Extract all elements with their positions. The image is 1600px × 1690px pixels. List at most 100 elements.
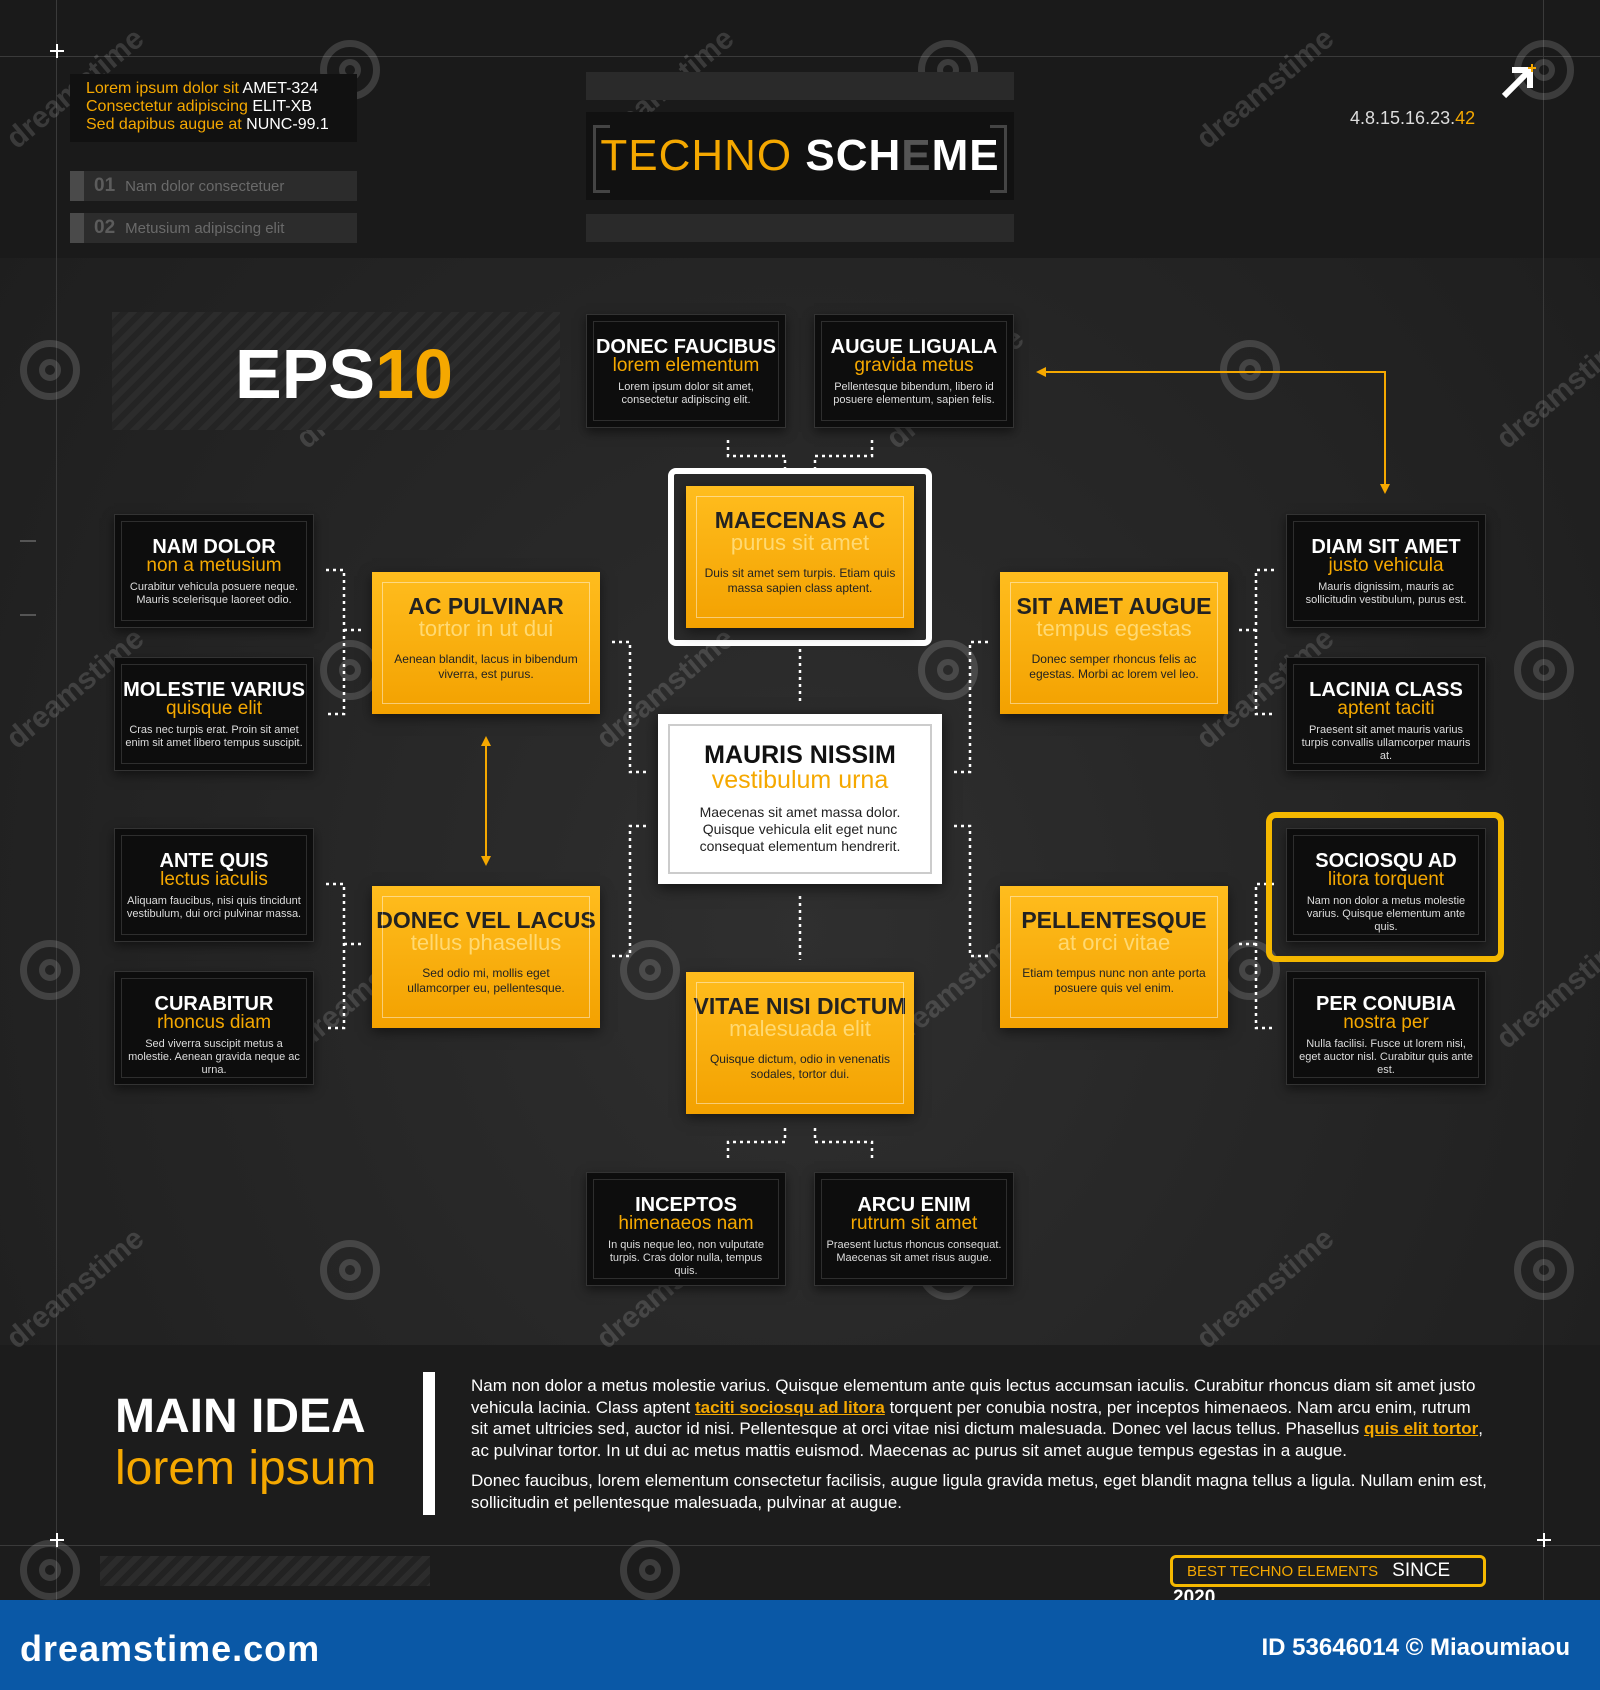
meta-label: Consectetur adipiscing — [86, 98, 248, 115]
arrow-up-right-icon — [1501, 64, 1536, 99]
card-description: Etiam tempus nunc non ante porta posuere… — [1022, 966, 1206, 995]
card-description: Praesent sit amet mauris varius turpis c… — [1301, 724, 1471, 762]
nav-label: Metusium adipiscing elit — [125, 220, 285, 237]
nav-item-01: 01 Nam dolor consectetuer — [70, 171, 357, 201]
card-title: ARCU ENIM — [857, 1194, 971, 1216]
title-part: E — [901, 131, 932, 180]
badge-text: SINCE — [1392, 1560, 1451, 1581]
nav-item-02: 02 Metusium adipiscing elit — [70, 213, 357, 243]
card-description: Duis sit amet sem turpis. Etiam quis mas… — [704, 566, 896, 595]
connector — [952, 824, 988, 958]
arrowhead — [481, 736, 491, 746]
eps-part: 10 — [375, 335, 453, 413]
inline-link[interactable]: taciti sociosqu ad litora — [694, 1397, 885, 1417]
card-pellentesque: PELLENTESQUE at orci vitae Etiam tempus … — [1000, 886, 1228, 1028]
card-ante-quis: ANTE QUIS lectus iaculis Aliquam faucibu… — [114, 828, 314, 942]
corner-cross — [1543, 1533, 1545, 1547]
page-title: TECHNO SCHEME — [586, 112, 1014, 200]
connector — [326, 882, 346, 1030]
meta-value: ELIT-XB — [252, 98, 312, 115]
card-subtitle: at orci vitae — [1057, 930, 1171, 955]
main-idea-subtitle: lorem ipsum — [115, 1442, 377, 1495]
card-title: PER CONUBIA — [1315, 993, 1456, 1015]
meta-box: Lorem ipsum dolor sit AMET-324 Consectet… — [70, 74, 357, 142]
nav-num: 02 — [94, 217, 116, 238]
card-title: MOLESTIE VARIUS — [123, 679, 305, 701]
stock-image-id: ID 53646014 © Miaoumiaou — [1261, 1634, 1570, 1661]
title-part: ME — [931, 131, 1000, 180]
stock-site-logo: dreamstime.com — [20, 1628, 321, 1669]
watermark-spiral-icon — [20, 340, 80, 400]
card-description: Nulla facilisi. Fusce ut lorem nisi, ege… — [1299, 1038, 1473, 1076]
inline-link[interactable]: quis elit tortor — [1363, 1419, 1479, 1438]
arrowhead — [1036, 367, 1046, 377]
card-ac-pulvinar: AC PULVINAR tortor in ut dui Aenean blan… — [372, 572, 600, 714]
card-title: INCEPTOS — [635, 1194, 737, 1216]
badge-text: BEST TECHNO ELEMENTS — [1187, 1563, 1379, 1580]
card-per-conubia: PER CONUBIA nostra per Nulla facilisi. F… — [1286, 971, 1486, 1085]
card-description: Cras nec turpis erat. Proin sit amet eni… — [125, 724, 303, 749]
card-augue-liguala: AUGUE LIGUALA gravida metus Pellentesque… — [814, 314, 1014, 428]
card-title: VITAE NISI DICTUM — [693, 993, 907, 1019]
eps-label: EPS10 — [235, 334, 453, 414]
card-title: NAM DOLOR — [152, 536, 276, 558]
card-subtitle: gravida metus — [854, 355, 974, 376]
card-sit-amet-augue: SIT AMET AUGUE tempus egestas Donec semp… — [1000, 572, 1228, 714]
watermark-spiral-icon — [20, 940, 80, 1000]
watermark-spiral-icon — [918, 640, 978, 700]
side-tick — [20, 540, 36, 542]
card-lacinia-class: LACINIA CLASS aptent taciti Praesent sit… — [1286, 657, 1486, 771]
divider-bar — [423, 1372, 435, 1515]
watermark-spiral-icon — [320, 1240, 380, 1300]
watermark-spiral-icon — [620, 1540, 680, 1600]
card-description: Curabitur vehicula posuere neque. Mauris… — [129, 581, 299, 606]
card-title: AUGUE LIGUALA — [830, 336, 998, 358]
card-description: Quisque dictum, odio in venenatis sodale… — [709, 1052, 891, 1081]
watermark-spiral-icon — [1220, 340, 1280, 400]
card-title: MAECENAS AC — [714, 507, 886, 533]
code-part: 42 — [1455, 108, 1476, 128]
nav-label: Nam dolor consectetuer — [125, 178, 285, 195]
code-part: 4.8.15.16.23. — [1350, 108, 1456, 128]
paragraph-text: torquent per conubia nostra, per incepto… — [471, 1397, 1471, 1439]
meta-label: Lorem ipsum dolor sit — [86, 80, 239, 97]
connector — [612, 824, 648, 958]
card-subtitle: tortor in ut dui — [418, 616, 554, 641]
corner-cross — [56, 1533, 58, 1547]
title-bar-top — [586, 72, 1014, 100]
title-bar-bottom — [586, 214, 1014, 242]
card-vitae-nisi-dictum: VITAE NISI DICTUM malesuada elit Quisque… — [686, 972, 914, 1114]
version-code: 4.8.15.16.23.42 — [1350, 108, 1475, 129]
corner-cross — [56, 44, 58, 58]
eps-hatch — [112, 312, 560, 430]
title-part: TECHNO — [600, 131, 806, 180]
card-title: SOCIOSQU AD — [1315, 850, 1457, 872]
card-subtitle: aptent taciti — [1337, 698, 1435, 719]
card-subtitle: non a metusium — [146, 555, 282, 576]
card-title: MAURIS NISSIM — [704, 741, 896, 769]
card-subtitle: tempus egestas — [1036, 616, 1192, 641]
watermark-spiral-icon — [1514, 640, 1574, 700]
frame-line — [0, 1545, 1600, 1546]
card-description: Donec semper rhoncus felis ac egestas. M… — [1029, 652, 1199, 681]
card-description: Sed viverra suscipit metus a molestie. A… — [128, 1038, 300, 1076]
arrowhead — [481, 856, 491, 866]
card-title: LACINIA CLASS — [1309, 679, 1463, 701]
main-paragraph-1: Nam non dolor a metus molestie varius. Q… — [471, 1375, 1491, 1461]
meta-value: AMET-324 — [242, 80, 319, 97]
card-subtitle: litora torquent — [1327, 869, 1445, 890]
card-subtitle: justo vehicula — [1328, 555, 1444, 576]
eps-part: EPS — [235, 335, 376, 413]
nav-num: 01 — [94, 175, 116, 196]
watermark-spiral-icon — [20, 1540, 80, 1600]
connector — [813, 440, 874, 474]
card-donec-faucibus: DONEC FAUCIBUS lorem elementum Lorem ips… — [586, 314, 786, 428]
card-subtitle: malesuada elit — [729, 1016, 871, 1041]
side-tick — [20, 614, 36, 616]
main-idea-title: MAIN IDEA — [115, 1390, 366, 1443]
paragraph-text: , ac pulvinar tortor. In ut dui ac metus… — [471, 1419, 1483, 1460]
card-description: Mauris dignissim, mauris ac sollicitudin… — [1305, 581, 1467, 606]
